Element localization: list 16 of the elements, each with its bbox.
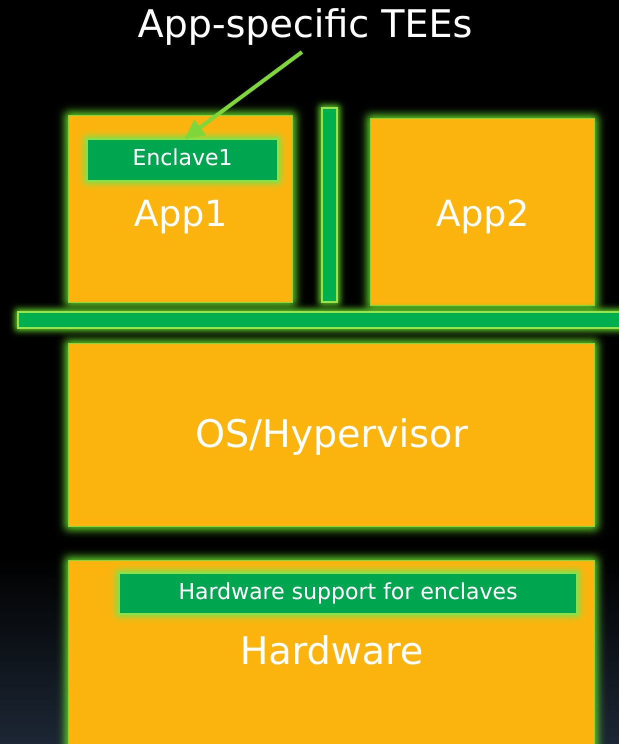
isolation-bar (17, 311, 619, 329)
os-layer-box (68, 343, 595, 527)
box-label: OS/Hypervisor (194, 412, 469, 456)
box-label: App1 (132, 194, 228, 235)
enclave-box (86, 138, 279, 182)
box-label: Hardware (238, 629, 424, 673)
app-box (370, 118, 595, 306)
heading-text: App-specific TEEs (136, 2, 474, 46)
hardware-layer-box (68, 560, 595, 744)
arrow (184, 50, 304, 140)
box-label: Enclave1 (131, 146, 234, 171)
app-box (68, 115, 293, 303)
isolation-bar (321, 107, 338, 303)
enclave-support-box (118, 572, 578, 615)
box-label: App2 (434, 194, 530, 235)
box-label: Hardware support for enclaves (177, 580, 519, 605)
